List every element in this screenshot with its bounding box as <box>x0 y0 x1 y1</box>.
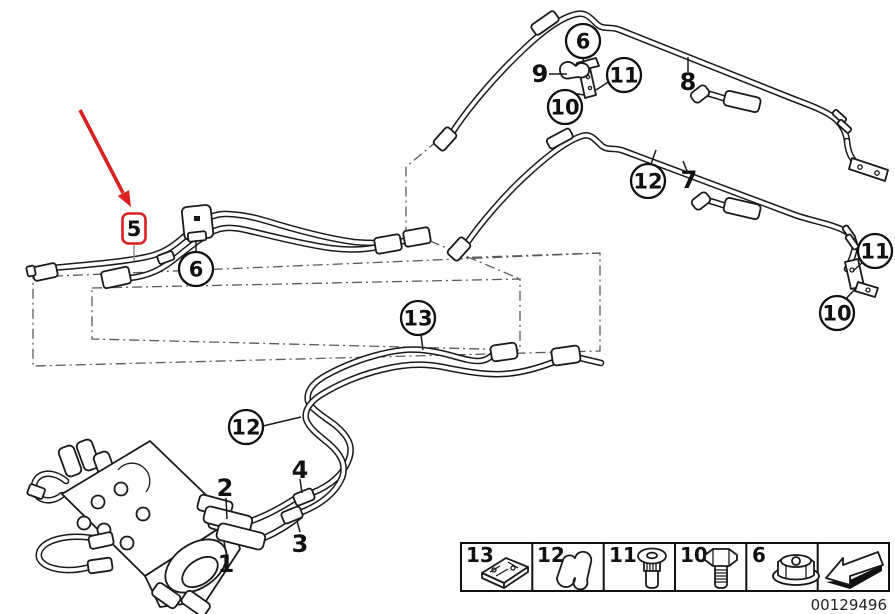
steering-gear-block <box>26 438 245 614</box>
callout-10-top[interactable]: 10 <box>546 88 584 126</box>
flange-nut-icon <box>772 554 820 586</box>
bracket-8 <box>848 157 889 182</box>
legend-cell-12: 12 <box>537 543 593 591</box>
hose-7 <box>446 127 879 298</box>
arrowhead <box>117 190 131 207</box>
svg-text:13: 13 <box>466 543 494 567</box>
callout-6-left[interactable]: 6 <box>177 250 215 288</box>
clip-and-bracket-top <box>559 57 600 99</box>
pipe-clamp-6 <box>180 204 215 243</box>
callout-7[interactable]: 7 <box>681 166 698 194</box>
legend-cell-arrow <box>825 551 884 589</box>
return-pipes-12-13 <box>280 341 601 525</box>
svg-text:10[interactable]: 10 <box>822 302 851 326</box>
svg-text:6[interactable]: 6 <box>189 258 204 282</box>
bracket-7 <box>844 258 879 298</box>
direction-arrow-icon <box>825 551 884 589</box>
callout-12-bottom[interactable]: 12 <box>227 408 265 446</box>
dashed-reference-boxes <box>32 140 601 367</box>
callout-label-5[interactable]: 5 <box>127 217 142 241</box>
hose-1-2-and-pipes-3-4 <box>202 498 300 551</box>
svg-text:10: 10 <box>680 543 708 567</box>
leader-lines <box>133 57 864 554</box>
legend-table: 13 12 11 <box>460 542 890 592</box>
legend-cell-11: 11 <box>609 543 667 589</box>
clamp-plate-icon <box>481 557 529 589</box>
svg-text:6[interactable]: 6 <box>576 30 591 54</box>
callout-12-right[interactable]: 12 <box>629 162 667 200</box>
callout-13[interactable]: 13 <box>399 299 437 337</box>
rivet-icon <box>637 547 667 589</box>
image-part-number: 00129496 <box>811 596 887 614</box>
svg-text:12: 12 <box>537 543 565 567</box>
svg-text:11[interactable]: 11 <box>860 240 889 264</box>
legend-cell-6: 6 <box>752 543 820 586</box>
callout-4[interactable]: 4 <box>292 456 309 484</box>
callout-10-right[interactable]: 10 <box>818 294 856 332</box>
hose-8 <box>432 10 889 182</box>
callout-9[interactable]: 9 <box>532 60 549 88</box>
svg-text:6: 6 <box>752 543 766 567</box>
svg-text:10[interactable]: 10 <box>550 96 579 120</box>
callout-8[interactable]: 8 <box>680 68 697 96</box>
clip-9-part <box>559 61 590 80</box>
legend-cell-10: 10 <box>680 543 738 589</box>
callout-6-top[interactable]: 6 <box>564 22 602 60</box>
callout-11-top[interactable]: 11 <box>605 56 643 94</box>
svg-text:11: 11 <box>609 543 637 567</box>
callout-3[interactable]: 3 <box>292 530 309 558</box>
svg-text:12[interactable]: 12 <box>231 416 260 440</box>
hex-bolt-icon <box>704 548 738 589</box>
callout-5-highlight[interactable]: 5 <box>121 212 147 245</box>
pipe-clip-icon <box>556 550 593 591</box>
highlight-arrow <box>78 109 131 207</box>
callout-1[interactable]: 1 <box>218 550 235 578</box>
callout-11-right[interactable]: 11 <box>856 232 894 270</box>
callout-2[interactable]: 2 <box>217 474 234 502</box>
svg-text:11[interactable]: 11 <box>609 64 638 88</box>
svg-text:12[interactable]: 12 <box>633 170 662 194</box>
legend-cell-13: 13 <box>466 543 529 589</box>
pressure-pipes-5-6 <box>25 204 432 290</box>
svg-text:13[interactable]: 13 <box>403 307 432 331</box>
